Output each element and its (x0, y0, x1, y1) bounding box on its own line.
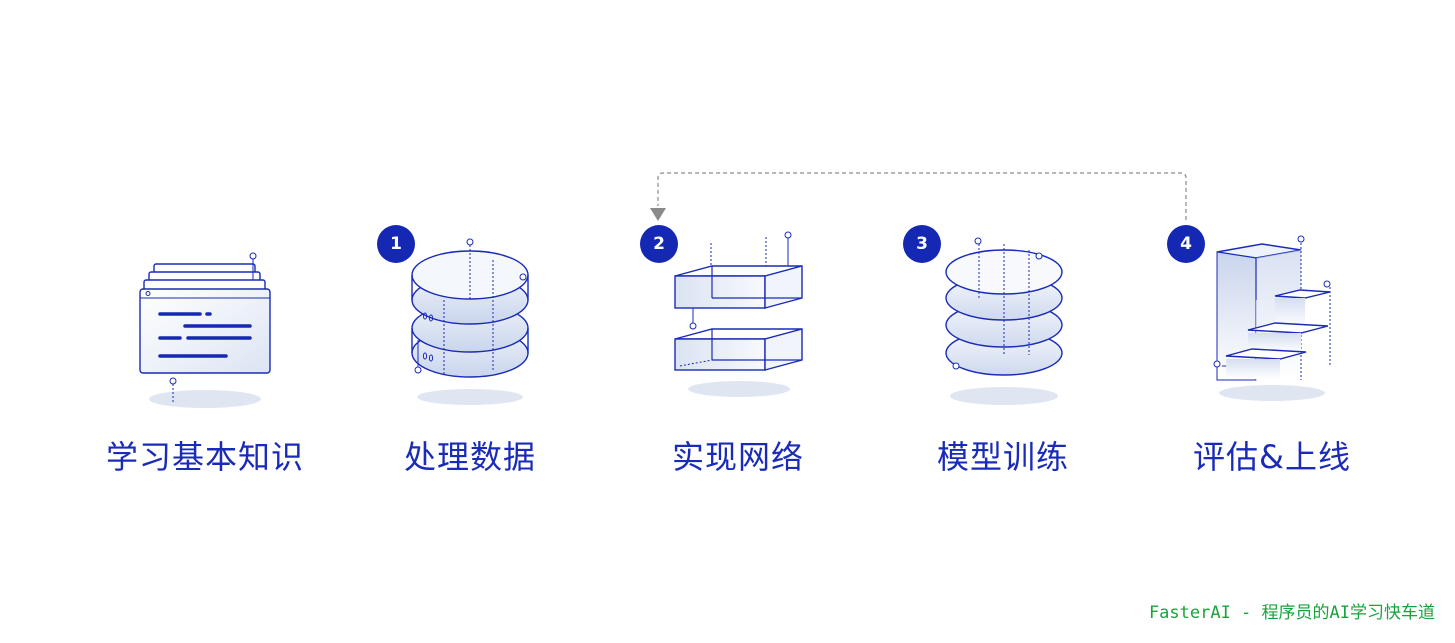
step-2-label: 实现网络 (671, 438, 804, 476)
step-4-label: 评估&上线 (1193, 438, 1351, 476)
watermark: FasterAI - 程序员的AI学习快车道 (1148, 603, 1435, 623)
step-3-badge: 3 (903, 225, 941, 263)
step-3-label: 模型训练 (936, 438, 1069, 476)
step-1-label: 处理数据 (403, 438, 536, 476)
step-1-badge: 1 (377, 225, 415, 263)
step-2-badge: 2 (640, 225, 678, 263)
loop-arrow-line (657, 172, 1187, 220)
step-3-number: 3 (916, 234, 928, 254)
step-4-badge: 4 (1167, 225, 1205, 263)
step-2-number: 2 (653, 234, 665, 254)
step-0-label: 学习基本知识 (105, 438, 304, 476)
step-1-number: 1 (390, 234, 402, 254)
loop-arrow-head (650, 208, 666, 221)
step-4-number: 4 (1180, 234, 1192, 254)
